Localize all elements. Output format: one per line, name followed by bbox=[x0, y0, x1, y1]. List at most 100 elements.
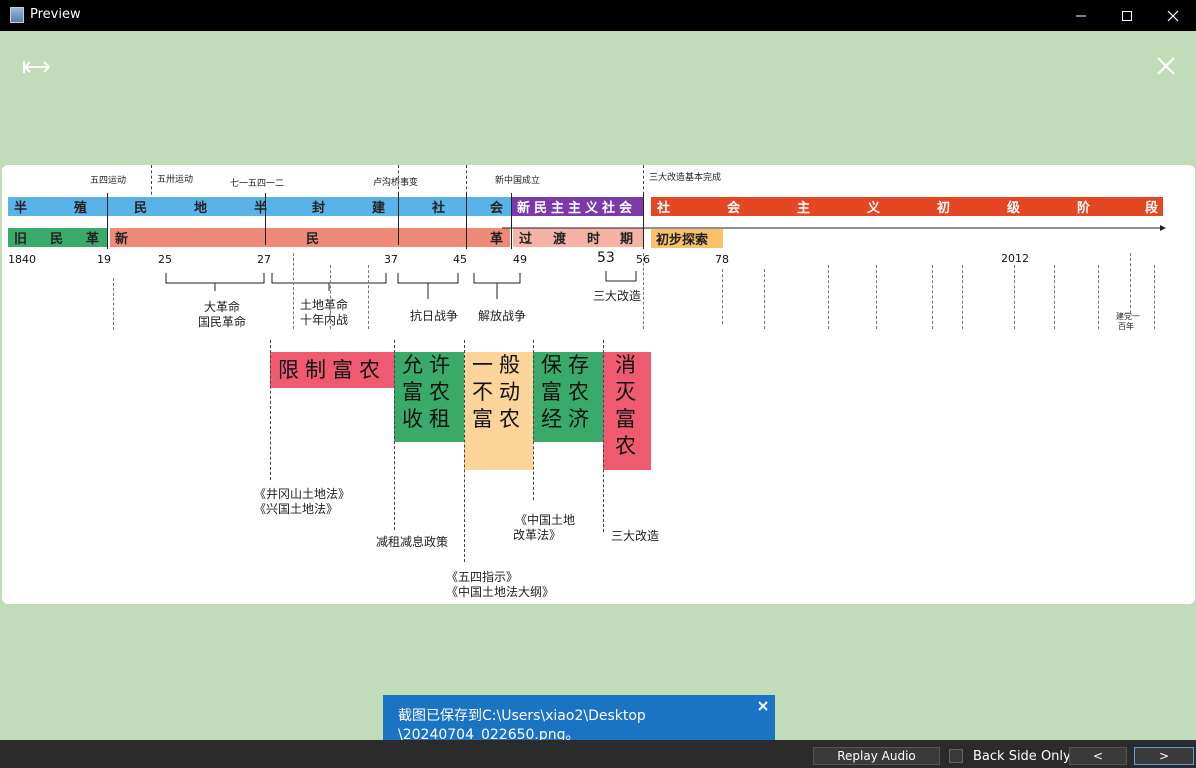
year-label: 27 bbox=[257, 253, 271, 266]
year-label: 78 bbox=[715, 253, 729, 266]
old-revolution-bar: 旧 民 革 bbox=[8, 228, 107, 247]
bar-char: 地 bbox=[194, 201, 208, 216]
annotation-label: 减租减息政策 bbox=[376, 535, 449, 549]
bar-char: 建 bbox=[372, 201, 386, 216]
maximize-button[interactable] bbox=[1104, 0, 1150, 31]
minimize-button[interactable] bbox=[1058, 0, 1104, 31]
annotation-label: 《五四指示》 bbox=[446, 570, 519, 584]
period-label: 十年内战 bbox=[299, 313, 348, 327]
divider-line bbox=[293, 253, 294, 329]
year-label: 25 bbox=[158, 253, 172, 266]
bar-char: 会 bbox=[490, 201, 504, 216]
annotation-label: 三大改造 bbox=[611, 529, 660, 543]
event-label: 新中国成立 bbox=[495, 176, 541, 186]
annotation-label: 《兴国土地法》 bbox=[254, 502, 339, 516]
divider-line bbox=[932, 265, 933, 329]
bar-char: 社 bbox=[657, 201, 671, 216]
divider-line bbox=[764, 269, 765, 329]
minimize-icon bbox=[1076, 15, 1086, 16]
bar-char: 旧 bbox=[14, 232, 28, 247]
period-label: 土地革命 bbox=[299, 298, 348, 312]
bar-char: 民 bbox=[134, 201, 148, 216]
event-label: 七一五四一二 bbox=[230, 179, 285, 189]
divider-line bbox=[1098, 265, 1099, 329]
divider-line bbox=[1014, 265, 1015, 329]
divider-line bbox=[511, 193, 512, 249]
divider-line bbox=[643, 253, 644, 329]
period-label: 三大改造 bbox=[592, 289, 641, 303]
policy-box: 保存富农经济 bbox=[533, 352, 603, 442]
close-window-button[interactable] bbox=[1150, 0, 1196, 31]
bar-char: 革 bbox=[86, 232, 100, 247]
event-label: 三大改造基本完成 bbox=[649, 173, 722, 183]
divider-line bbox=[1154, 265, 1155, 329]
period-label: 抗日战争 bbox=[409, 309, 458, 323]
divider-line bbox=[151, 165, 152, 200]
divider-line bbox=[603, 340, 604, 532]
bar-char: 义 bbox=[867, 201, 881, 216]
new-democracy-bar: 新民主主义社会 bbox=[511, 197, 644, 216]
replay-audio-button[interactable]: Replay Audio bbox=[813, 747, 940, 765]
policy-box: 一般不动富农 bbox=[464, 352, 533, 470]
divider-line bbox=[330, 265, 331, 329]
divider-line bbox=[533, 340, 534, 500]
divider-line bbox=[643, 193, 644, 249]
bar-char: 期 bbox=[620, 232, 634, 247]
bar-char: 社 bbox=[432, 201, 446, 216]
divider-line bbox=[394, 340, 395, 530]
bar-char: 民 bbox=[306, 232, 320, 247]
close-icon bbox=[1157, 57, 1175, 75]
divider-line bbox=[464, 340, 465, 562]
divider-line bbox=[643, 165, 644, 200]
bar-char: 初 bbox=[937, 201, 951, 216]
annotation-label: 改革法》 bbox=[513, 528, 562, 542]
divider-line bbox=[113, 278, 114, 330]
exploration-box: 初步探索 bbox=[651, 229, 723, 248]
toast-line: 截图已保存到C:\Users\xiao2\Desktop bbox=[398, 708, 646, 724]
close-preview-button[interactable] bbox=[1155, 55, 1177, 77]
period-label: 百年 bbox=[1118, 322, 1134, 331]
bar-char: 革 bbox=[490, 232, 504, 247]
next-card-button[interactable]: > bbox=[1134, 747, 1194, 765]
back-side-only-checkbox[interactable] bbox=[949, 749, 963, 763]
divider-line bbox=[876, 265, 877, 329]
socialism-bar: 社 会 主 义 初 级 阶 段 bbox=[651, 197, 1163, 216]
divider-line bbox=[1130, 253, 1131, 313]
divider-line bbox=[398, 165, 399, 200]
year-label: 53 bbox=[597, 250, 615, 266]
year-label: 49 bbox=[513, 253, 527, 266]
transition-bar: 过 渡 时 期 bbox=[513, 228, 643, 247]
fit-width-button[interactable] bbox=[22, 58, 52, 76]
divider-line bbox=[466, 193, 467, 249]
app-icon bbox=[10, 7, 24, 23]
divider-line bbox=[107, 193, 108, 249]
title-bar: Preview bbox=[0, 0, 1196, 31]
period-label: 国民革命 bbox=[197, 315, 246, 329]
event-label: 五卅运动 bbox=[157, 175, 194, 185]
divider-line bbox=[722, 269, 723, 324]
event-label: 卢沟桥事变 bbox=[373, 178, 419, 188]
bar-char: 封 bbox=[312, 201, 326, 216]
window-title: Preview bbox=[30, 7, 81, 22]
annotation-label: 《井冈山土地法》 bbox=[254, 487, 351, 501]
bottom-toolbar bbox=[0, 740, 1196, 768]
bar-char: 新 bbox=[115, 232, 129, 247]
divider-line bbox=[828, 265, 829, 329]
year-label: 1840 bbox=[8, 253, 36, 266]
period-brackets bbox=[165, 271, 637, 299]
period-label: 建党一 bbox=[1116, 312, 1140, 321]
divider-line bbox=[466, 165, 467, 200]
close-icon bbox=[758, 701, 768, 711]
divider-line bbox=[265, 193, 266, 245]
bar-char: 过 bbox=[519, 232, 533, 247]
year-label: 37 bbox=[384, 253, 398, 266]
timeline-axis-arrow bbox=[502, 225, 1166, 231]
policy-box: 消灭富农 bbox=[603, 352, 651, 470]
close-icon bbox=[1167, 10, 1179, 21]
toast-close-button[interactable] bbox=[756, 698, 770, 712]
previous-card-button[interactable]: < bbox=[1069, 747, 1127, 765]
divider-line bbox=[962, 265, 963, 329]
policy-box: 限制富农 bbox=[270, 352, 394, 388]
annotation-label: 《中国土地 bbox=[515, 513, 576, 527]
divider-line bbox=[368, 265, 369, 329]
